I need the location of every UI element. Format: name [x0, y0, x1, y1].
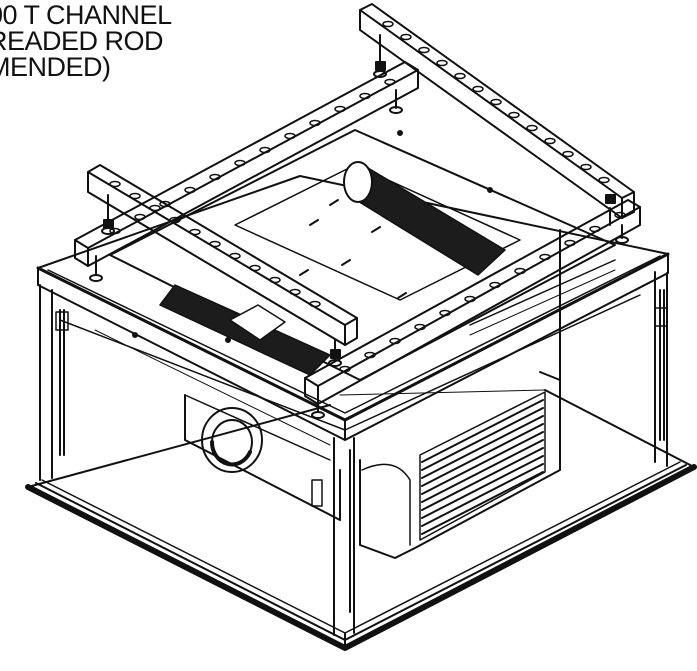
callout-line-3: MENDED)	[0, 52, 111, 82]
unistrut-beam-front-left	[87, 164, 358, 346]
rod-5	[101, 194, 115, 235]
base-frame	[25, 389, 697, 651]
rod-8	[311, 397, 325, 419]
rod-6	[89, 255, 103, 282]
callout-line-2: READED ROD	[0, 26, 164, 56]
threaded-rods	[89, 34, 629, 419]
projector-body	[184, 371, 561, 559]
unistrut-beam-back	[359, 3, 635, 219]
lower-fan-cylinder	[159, 284, 331, 376]
callout-text: 00 T CHANNEL READED ROD MENDED)	[0, 0, 288, 82]
frame-posts	[39, 229, 668, 636]
rod-7	[328, 339, 342, 367]
unistrut-beam-upper-left	[74, 61, 419, 267]
callout-line-1: 00 T CHANNEL	[0, 0, 172, 30]
upper-fan-cylinder	[343, 161, 506, 276]
unistrut-beam-front	[304, 199, 641, 405]
top-frame	[36, 175, 670, 441]
rod-4	[615, 224, 629, 244]
rod-3	[605, 194, 616, 226]
rod-1	[373, 34, 387, 78]
rod-2	[389, 89, 403, 114]
side-rods	[55, 289, 668, 613]
deck-detail-marks	[132, 130, 493, 343]
